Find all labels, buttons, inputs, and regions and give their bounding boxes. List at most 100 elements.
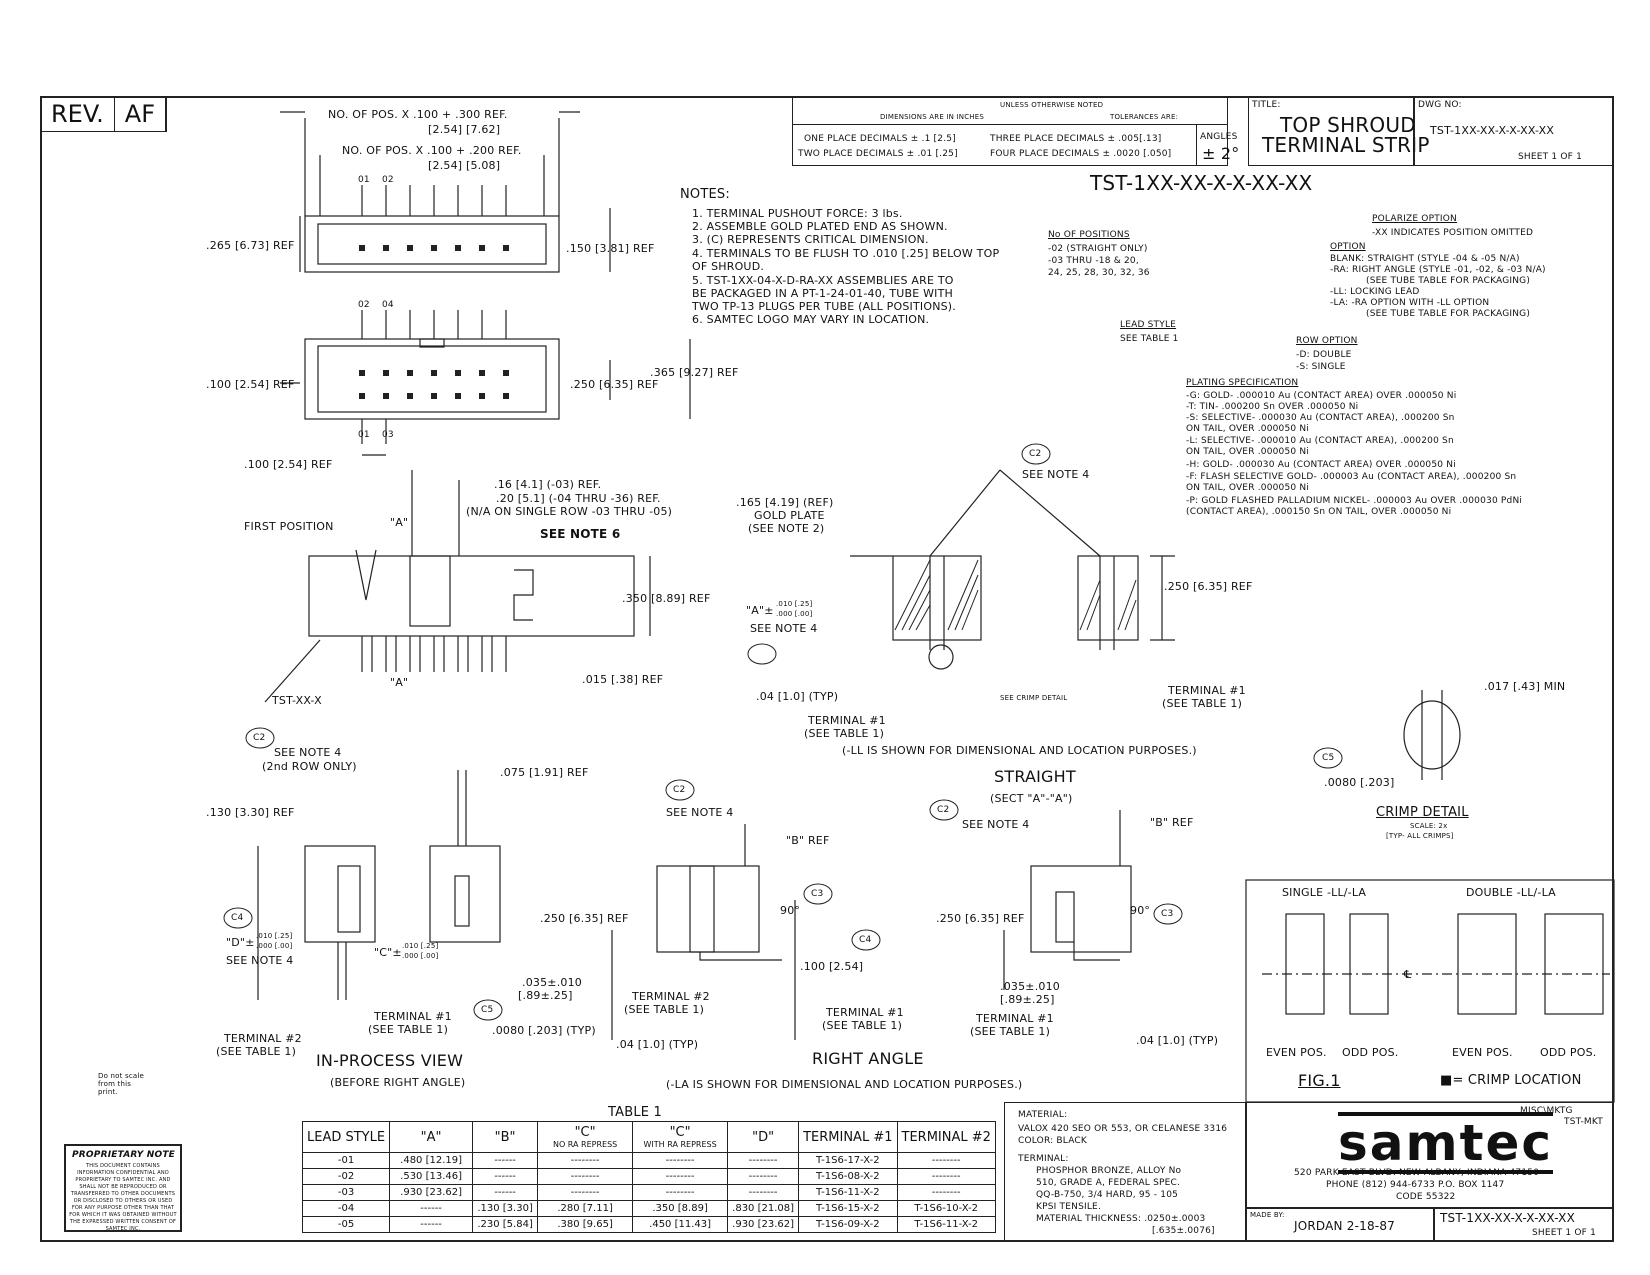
inproc-c2: C2 xyxy=(253,733,266,743)
c-tol-up: .010 [.25] xyxy=(402,942,439,950)
terminal-5: MATERIAL THICKNESS: .0250±.0003 xyxy=(1036,1214,1206,1224)
table-cell: -------- xyxy=(632,1168,729,1185)
address-1: 520 PARK EAST BLVD. NEW ALBANY, INDIANA … xyxy=(1294,1168,1540,1178)
table-cell: .130 [3.30] xyxy=(472,1200,539,1217)
option-2: -RA: RIGHT ANGLE (STYLE -01, -02, & -03 … xyxy=(1330,265,1546,275)
a-bottom: "A" xyxy=(390,676,409,689)
table-cell: ------ xyxy=(472,1184,539,1201)
dim-in-inches: DIMENSIONS ARE IN INCHES xyxy=(880,113,985,121)
dwg-box xyxy=(1414,96,1614,166)
table-cell: .280 [7.11] xyxy=(537,1200,634,1217)
drawing-frame xyxy=(40,96,1614,1242)
ra-c3: C3 xyxy=(811,889,824,899)
crimp-detail-title: CRIMP DETAIL xyxy=(1376,805,1469,820)
lead-style-1: SEE TABLE 1 xyxy=(1120,334,1179,344)
th-terminal-1: TERMINAL #1 xyxy=(798,1121,898,1153)
material-box xyxy=(1004,1102,1246,1242)
centerline-symbol: ℄ xyxy=(1404,968,1412,981)
na-note: (N/A ON SINGLE ROW -03 THRU -05) xyxy=(466,505,673,518)
ra-title: RIGHT ANGLE xyxy=(812,1049,924,1068)
table-cell: T-1S6-15-X-2 xyxy=(798,1200,898,1217)
table-row: -04------.130 [3.30].280 [7.11].350 [8.8… xyxy=(301,1200,996,1217)
pin-01b: 01 xyxy=(358,430,370,440)
made-by-label: MADE BY: xyxy=(1250,1211,1285,1219)
table-cell: -------- xyxy=(727,1184,800,1201)
note-4b: OF SHROUD. xyxy=(692,260,765,273)
table-cell: .380 [9.65] xyxy=(537,1216,634,1233)
plating-4: -L: SELECTIVE- .000010 Au (CONTACT AREA)… xyxy=(1186,436,1454,446)
inproc-see-table-1: (SEE TABLE 1) xyxy=(368,1023,449,1036)
table-cell: T-1S6-08-X-2 xyxy=(798,1168,898,1185)
table-cell: -04 xyxy=(301,1200,391,1217)
note-4: 4. TERMINALS TO BE FLUSH TO .010 [.25] B… xyxy=(692,247,1000,260)
straight-b-ref: "B" REF xyxy=(1150,816,1194,829)
table-row: -01.480 [12.19]-------------------------… xyxy=(301,1152,996,1169)
table-cell: -------- xyxy=(896,1184,996,1201)
note-5: 5. TST-1XX-04-X-D-RA-XX ASSEMBLIES ARE T… xyxy=(692,274,954,287)
ra-dim-035mm: [.89±.25] xyxy=(518,989,573,1002)
table-cell: -------- xyxy=(896,1152,996,1169)
fig1-title: FIG.1 xyxy=(1298,1071,1341,1090)
row-2: -S: SINGLE xyxy=(1296,362,1346,372)
made-by-box xyxy=(1246,1208,1434,1242)
samtec-logo: samtec xyxy=(1338,1112,1554,1174)
title-box xyxy=(1248,96,1414,166)
table-cell: .930 [23.62] xyxy=(389,1184,474,1201)
fig1-odd-2: ODD POS. xyxy=(1540,1046,1597,1059)
see-note-2: (SEE NOTE 2) xyxy=(748,522,825,535)
made-by: JORDAN 2-18-87 xyxy=(1294,1219,1395,1233)
table-cell: -05 xyxy=(301,1216,391,1233)
terminal-4: KPSI TENSILE. xyxy=(1036,1202,1102,1212)
ra-dim-0080: .0080 [.203] (TYP) xyxy=(492,1024,596,1037)
note-3: 3. (C) REPRESENTS CRITICAL DIMENSION. xyxy=(692,233,929,246)
th-lead-style: LEAD STYLE xyxy=(301,1121,391,1153)
straight-dim-035mm: [.89±.25] xyxy=(1000,993,1055,1006)
dim-100-pitch: .100 [2.54] REF xyxy=(244,458,333,471)
row-1: -D: DOUBLE xyxy=(1296,350,1352,360)
c-tol: "C"± xyxy=(374,946,402,959)
section-see-note-4b: SEE NOTE 4 xyxy=(750,622,818,635)
table1-title: TABLE 1 xyxy=(608,1105,663,1120)
tolerances-label: TOLERANCES ARE: xyxy=(1110,113,1179,121)
table-cell: ------ xyxy=(389,1200,474,1217)
revision-box: REV. AF xyxy=(40,96,168,132)
pin-01: 01 xyxy=(358,175,370,185)
table-cell: T-1S6-11-X-2 xyxy=(896,1216,996,1233)
straight-title: STRAIGHT xyxy=(994,767,1076,786)
ra-dim-250: .250 [6.35] REF xyxy=(540,912,629,925)
row-title: ROW OPTION xyxy=(1296,336,1358,346)
table-row: -03.930 [23.62]-------------------------… xyxy=(301,1184,996,1201)
proprietary-title: PROPRIETARY NOTE xyxy=(72,1150,176,1160)
inproc-see-table-2: (SEE TABLE 1) xyxy=(216,1045,297,1058)
note-1: 1. TERMINAL PUSHOUT FORCE: 3 lbs. xyxy=(692,207,903,220)
th-b: "B" xyxy=(472,1121,539,1153)
dwg-label: DWG NO: xyxy=(1418,100,1462,110)
title-line2: TERMINAL STRIP xyxy=(1262,133,1430,157)
table-cell: -02 xyxy=(301,1168,391,1185)
ra-90: 90° xyxy=(780,904,801,917)
plating-6: -H: GOLD- .000030 Au (CONTACT AREA) OVER… xyxy=(1186,460,1456,470)
table-cell: -------- xyxy=(896,1168,996,1185)
crimp-c5: C5 xyxy=(1322,753,1335,763)
gold-plate: GOLD PLATE xyxy=(754,509,825,522)
th-a: "A" xyxy=(389,1121,474,1153)
dim-165: .165 [4.19] (REF) xyxy=(736,496,834,509)
table-cell: .230 [5.84] xyxy=(472,1216,539,1233)
table-cell: T-1S6-11-X-2 xyxy=(798,1184,898,1201)
note-2: 2. ASSEMBLE GOLD PLATED END AS SHOWN. xyxy=(692,220,948,233)
la-note: (-LA IS SHOWN FOR DIMENSIONAL AND LOCATI… xyxy=(666,1078,1023,1091)
crimp-location-legend: ■= CRIMP LOCATION xyxy=(1440,1073,1582,1088)
proprietary-box xyxy=(64,1144,182,1232)
sheet-bottom: SHEET 1 OF 1 xyxy=(1532,1228,1597,1238)
table-cell: ------ xyxy=(472,1152,539,1169)
address-2: PHONE (812) 944-6733 P.O. BOX 1147 xyxy=(1326,1180,1505,1190)
four-place: FOUR PLACE DECIMALS ± .0020 [.050] xyxy=(990,149,1172,159)
note-5c: TWO TP-13 PLUGS PER TUBE (ALL POSITIONS)… xyxy=(692,300,956,313)
a-top: "A" xyxy=(390,516,409,529)
pin-02b: 02 xyxy=(358,300,370,310)
ra-dim-035: .035±.010 xyxy=(522,976,583,989)
material-1: VALOX 420 SEO OR 553, OR CELANESE 3316 xyxy=(1018,1124,1228,1134)
angles-value: ± 2° xyxy=(1202,144,1240,163)
see-note-6: SEE NOTE 6 xyxy=(540,527,621,541)
